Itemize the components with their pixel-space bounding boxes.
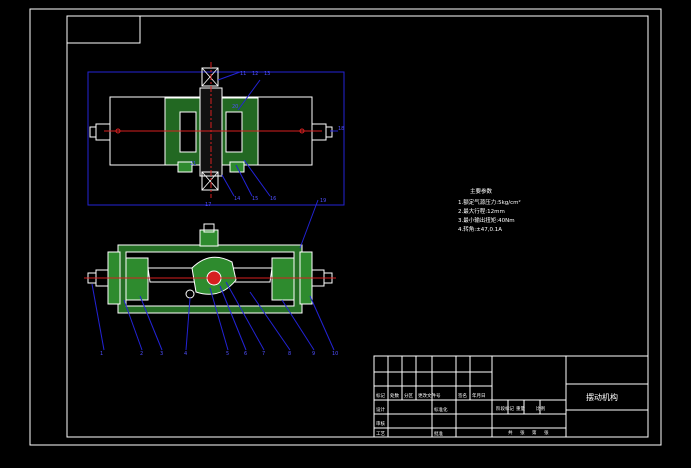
inner-border — [66, 15, 649, 438]
top-view-label: 11 — [240, 71, 246, 77]
right-piston — [271, 257, 295, 301]
top-view-dimension-box — [87, 71, 345, 206]
top-view-label: 16 — [270, 196, 276, 202]
shaft-top-key — [201, 67, 219, 87]
section-view-label: 6 — [244, 351, 247, 357]
section-view-label: 1 — [100, 351, 103, 357]
top-boss — [199, 229, 219, 247]
section-view-label: 4 — [184, 351, 187, 357]
title-block-mid: 比例 — [536, 405, 545, 412]
left-piston — [125, 257, 149, 301]
title-block-cell: 审核 — [376, 420, 385, 427]
section-view-label: 9 — [312, 351, 315, 357]
section-view-label: 5 — [226, 351, 229, 357]
right-nut — [325, 126, 333, 138]
top-view-label: 13 — [264, 71, 270, 77]
left-nut — [89, 126, 97, 138]
title-block-cell: 标准化 — [434, 406, 448, 413]
title-block-mid: 阶段标记 — [496, 405, 514, 412]
drawing-title: 摆动机构 — [586, 392, 618, 402]
top-view-label: 17 — [205, 202, 211, 208]
note-item: 3.最小输出扭矩:40Nm — [458, 216, 515, 224]
note-item: 1.额定气源压力:5kg/cm² — [458, 198, 521, 206]
right-fitting — [311, 123, 327, 141]
title-block-header: 处数 — [390, 392, 399, 399]
top-view-label: 18 — [338, 126, 344, 132]
note-item: 4.转角:±47,0.1A — [458, 225, 502, 233]
notes-heading: 主要参数 — [470, 187, 493, 195]
top-view-label: 12 — [252, 71, 258, 77]
note-item: 2.最大行程:12mm — [458, 207, 505, 215]
top-view — [87, 62, 345, 206]
top-view-label: 20 — [232, 104, 238, 110]
left-fitting — [95, 123, 111, 141]
shaft-bottom-key — [201, 171, 219, 191]
bearing-right — [225, 111, 243, 153]
top-view-label: 15 — [252, 196, 258, 202]
code-box — [66, 15, 141, 44]
title-block-header: 更改文件号 — [418, 392, 441, 399]
title-block-cell: 工艺 — [376, 431, 385, 437]
title-block-mid: 重量 — [516, 405, 525, 412]
title-block-sheet: 张 — [544, 429, 549, 436]
title-block-cell: 设计 — [376, 406, 385, 413]
top-view-label: 21 — [190, 161, 196, 167]
title-block-header: 标记 — [376, 392, 385, 399]
bearing-left — [179, 111, 197, 153]
title-block-cell: 批准 — [434, 430, 443, 437]
title-block-header: 签名 — [458, 392, 467, 399]
section-view-label: 7 — [262, 351, 265, 357]
title-block-header: 年月日 — [472, 392, 486, 399]
section-view-label: 3 — [160, 351, 163, 357]
title-block-sheet: 第 — [532, 429, 537, 436]
section-view-label: 8 — [288, 351, 291, 357]
title-block-header: 分区 — [404, 392, 413, 399]
section-view-label: 2 — [140, 351, 143, 357]
section-view-label: 10 — [332, 351, 338, 357]
top-view-label: 14 — [234, 196, 240, 202]
title-block-sheet: 张 — [520, 429, 525, 436]
text-layer: 主要参数 1.额定气源压力:5kg/cm²2.最大行程:12mm3.最小输出扭矩:… — [100, 71, 618, 437]
section-view — [84, 199, 336, 351]
title-block-sheet: 共 — [508, 429, 513, 436]
outer-border — [29, 8, 662, 446]
title-block — [373, 355, 649, 438]
top-view-label: 19 — [320, 198, 326, 204]
